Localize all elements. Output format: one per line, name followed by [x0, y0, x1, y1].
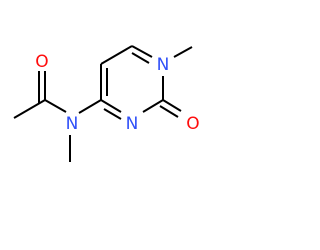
- atom-n-ring3: N: [126, 114, 139, 134]
- bond-carbonyl-n: [44, 99, 67, 113]
- bond-n3-c4-2: [103, 108, 122, 120]
- atom-o-acetyl: O: [35, 52, 48, 72]
- bond-methyl-carbonyl: [13, 99, 46, 119]
- atom-o-carbonyl-label: O: [186, 114, 199, 134]
- atom-labels: O N N N O: [35, 52, 199, 134]
- atom-n-amide: N: [66, 114, 79, 134]
- atom-n-amide-label: N: [66, 114, 79, 134]
- bonds: [13, 45, 193, 162]
- atom-o-carbonyl: O: [186, 114, 199, 134]
- bond-c2-n3: [142, 99, 164, 113]
- bond-n3-c4-1: [100, 99, 122, 113]
- chemical-structure-diagram: O N N N O: [13, 45, 200, 162]
- atom-n-ring1-label: N: [157, 55, 170, 75]
- bond-c5-c6: [100, 45, 133, 65]
- atom-n-ring1: N: [157, 55, 170, 75]
- atom-n-ring3-label: N: [126, 114, 139, 134]
- bond-c6-n1-outer: [131, 45, 153, 58]
- atom-o-acetyl-label: O: [35, 52, 48, 72]
- bond-n-ring: [78, 99, 102, 114]
- bond-c2-o-2: [159, 105, 179, 118]
- bond-c2-o-1: [162, 99, 182, 112]
- bond-c6-n1-inner: [131, 52, 150, 64]
- bond-n1-methyl: [173, 46, 193, 58]
